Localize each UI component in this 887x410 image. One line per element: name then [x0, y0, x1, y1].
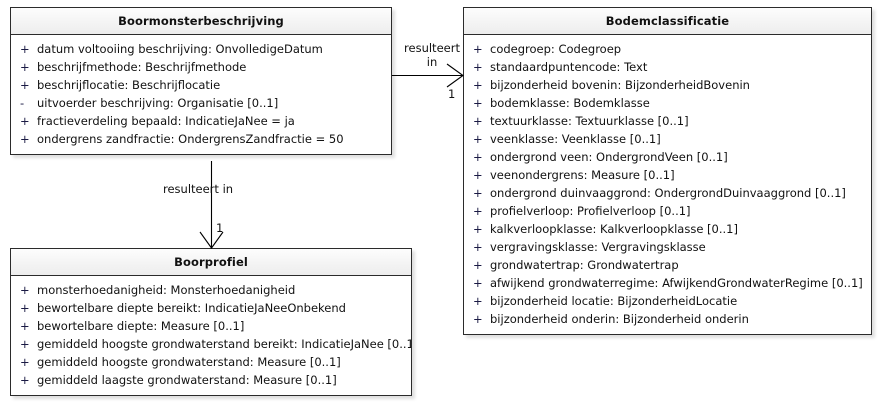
visibility-marker: +: [473, 258, 483, 272]
attribute-label: bijzonderheid bovenin: BijzonderheidBove…: [490, 78, 750, 92]
attribute-label: veenondergrens: Measure [0..1]: [490, 168, 675, 182]
attribute-label: grondwatertrap: Grondwatertrap: [490, 258, 679, 272]
visibility-marker: +: [473, 312, 483, 326]
attribute-label: gemiddeld laagste grondwaterstand: Measu…: [37, 373, 337, 387]
association-label-left: resulteert in: [163, 182, 234, 196]
visibility-marker: +: [473, 204, 483, 218]
attribute-row: + bodemklasse: Bodemklasse: [464, 94, 871, 112]
visibility-marker: +: [20, 78, 30, 92]
visibility-marker: +: [20, 373, 30, 387]
attribute-label: datum voltooiing beschrijving: Onvolledi…: [37, 42, 323, 56]
association-label-top: resulteert in: [402, 41, 462, 69]
attribute-label: profielverloop: Profielverloop [0..1]: [490, 204, 691, 218]
class-title-boorprofiel: Boorprofiel: [11, 249, 411, 276]
visibility-marker: +: [473, 42, 483, 56]
visibility-marker: +: [473, 240, 483, 254]
attribute-label: afwijkend grondwaterregime: AfwijkendGro…: [490, 276, 863, 290]
attribute-row: + veenklasse: Veenklasse [0..1]: [464, 130, 871, 148]
attribute-row: + bijzonderheid locatie: BijzonderheidLo…: [464, 292, 871, 310]
visibility-marker: +: [20, 42, 30, 56]
visibility-marker: +: [20, 337, 30, 351]
class-attributes-boorprofiel: + monsterhoedanigheid: Monsterhoedanighe…: [11, 276, 411, 395]
attribute-label: kalkverloopklasse: Kalkverloopklasse [0.…: [490, 222, 738, 236]
attribute-label: fractieverdeling bepaald: IndicatieJaNee…: [37, 114, 295, 128]
visibility-marker: +: [473, 132, 483, 146]
association-multiplicity-top: 1: [448, 87, 456, 101]
visibility-marker: +: [20, 301, 30, 315]
attribute-row: + bijzonderheid bovenin: BijzonderheidBo…: [464, 76, 871, 94]
attribute-label: standaardpuntencode: Text: [490, 60, 648, 74]
class-box-boorprofiel[interactable]: Boorprofiel + monsterhoedanigheid: Monst…: [10, 248, 412, 396]
attribute-label: codegroep: Codegroep: [490, 42, 622, 56]
attribute-label: vergravingsklasse: Vergravingsklasse: [490, 240, 706, 254]
attribute-row: + ondergrens zandfractie: OndergrensZand…: [11, 130, 391, 148]
attribute-row: + gemiddeld hoogste grondwaterstand bere…: [11, 335, 411, 353]
attribute-label: bewortelbare diepte bereikt: IndicatieJa…: [37, 301, 346, 315]
attribute-row: + textuurklasse: Textuurklasse [0..1]: [464, 112, 871, 130]
association-label-top-line1: resulteert: [404, 41, 460, 55]
attribute-row: + bijzonderheid onderin: Bijzonderheid o…: [464, 310, 871, 328]
attribute-label: beschrijflocatie: Beschrijflocatie: [37, 78, 221, 92]
attribute-label: ondergrens zandfractie: OndergrensZandfr…: [37, 132, 344, 146]
visibility-marker: +: [473, 294, 483, 308]
attribute-label: bodemklasse: Bodemklasse: [490, 96, 650, 110]
attribute-label: bewortelbare diepte: Measure [0..1]: [37, 319, 245, 333]
visibility-marker: +: [20, 114, 30, 128]
class-box-bodemclassificatie[interactable]: Bodemclassificatie + codegroep: Codegroe…: [463, 7, 872, 335]
visibility-marker: +: [20, 355, 30, 369]
attribute-row: + gemiddeld laagste grondwaterstand: Mea…: [11, 371, 411, 389]
attribute-row: + codegroep: Codegroep: [464, 40, 871, 58]
class-title-bodemclassificatie: Bodemclassificatie: [464, 8, 871, 35]
visibility-marker: -: [20, 96, 25, 110]
attribute-row: + beschrijflocatie: Beschrijflocatie: [11, 76, 391, 94]
class-attributes-bodemclassificatie: + codegroep: Codegroep + standaardpunten…: [464, 35, 871, 334]
attribute-row: + veenondergrens: Measure [0..1]: [464, 166, 871, 184]
attribute-label: gemiddeld hoogste grondwaterstand: Measu…: [37, 355, 341, 369]
attribute-row: + gemiddeld hoogste grondwaterstand: Mea…: [11, 353, 411, 371]
attribute-label: ondergrond veen: OndergrondVeen [0..1]: [490, 150, 728, 164]
attribute-label: ondergrond duinvaaggrond: OndergrondDuin…: [490, 186, 846, 200]
attribute-label: veenklasse: Veenklasse [0..1]: [490, 132, 661, 146]
attribute-row: + profielverloop: Profielverloop [0..1]: [464, 202, 871, 220]
attribute-label: beschrijfmethode: Beschrijfmethode: [37, 60, 247, 74]
visibility-marker: +: [473, 78, 483, 92]
attribute-row: + ondergrond veen: OndergrondVeen [0..1]: [464, 148, 871, 166]
attribute-row: + bewortelbare diepte bereikt: Indicatie…: [11, 299, 411, 317]
attribute-label: textuurklasse: Textuurklasse [0..1]: [490, 114, 689, 128]
attribute-label: gemiddeld hoogste grondwaterstand bereik…: [37, 337, 411, 351]
visibility-marker: +: [20, 319, 30, 333]
visibility-marker: +: [473, 276, 483, 290]
visibility-marker: +: [473, 168, 483, 182]
attribute-row: + grondwatertrap: Grondwatertrap: [464, 256, 871, 274]
visibility-marker: +: [473, 60, 483, 74]
attribute-row: + standaardpuntencode: Text: [464, 58, 871, 76]
attribute-row: + kalkverloopklasse: Kalkverloopklasse […: [464, 220, 871, 238]
attribute-label: bijzonderheid locatie: BijzonderheidLoca…: [490, 294, 738, 308]
visibility-marker: +: [20, 283, 30, 297]
association-label-top-line2: in: [426, 55, 438, 69]
attribute-row: + ondergrond duinvaaggrond: OndergrondDu…: [464, 184, 871, 202]
visibility-marker: +: [20, 132, 30, 146]
attribute-row: - uitvoerder beschrijving: Organisatie […: [11, 94, 391, 112]
attribute-row: + afwijkend grondwaterregime: AfwijkendG…: [464, 274, 871, 292]
attribute-label: monsterhoedanigheid: Monsterhoedanigheid: [37, 283, 296, 297]
attribute-row: + fractieverdeling bepaald: IndicatieJaN…: [11, 112, 391, 130]
attribute-row: + beschrijfmethode: Beschrijfmethode: [11, 58, 391, 76]
attribute-label: uitvoerder beschrijving: Organisatie [0.…: [37, 96, 279, 110]
attribute-row: + monsterhoedanigheid: Monsterhoedanighe…: [11, 281, 411, 299]
visibility-marker: +: [473, 186, 483, 200]
class-title-boormonsterbeschrijving: Boormonsterbeschrijving: [11, 8, 391, 35]
class-box-boormonsterbeschrijving[interactable]: Boormonsterbeschrijving + datum voltooii…: [10, 7, 392, 155]
visibility-marker: +: [473, 222, 483, 236]
attribute-row: + datum voltooiing beschrijving: Onvolle…: [11, 40, 391, 58]
visibility-marker: +: [473, 150, 483, 164]
class-attributes-boormonsterbeschrijving: + datum voltooiing beschrijving: Onvolle…: [11, 35, 391, 154]
attribute-row: + vergravingsklasse: Vergravingsklasse: [464, 238, 871, 256]
visibility-marker: +: [473, 96, 483, 110]
visibility-marker: +: [20, 60, 30, 74]
visibility-marker: +: [473, 114, 483, 128]
association-multiplicity-left: 1: [216, 221, 224, 235]
attribute-label: bijzonderheid onderin: Bijzonderheid ond…: [490, 312, 749, 326]
attribute-row: + bewortelbare diepte: Measure [0..1]: [11, 317, 411, 335]
